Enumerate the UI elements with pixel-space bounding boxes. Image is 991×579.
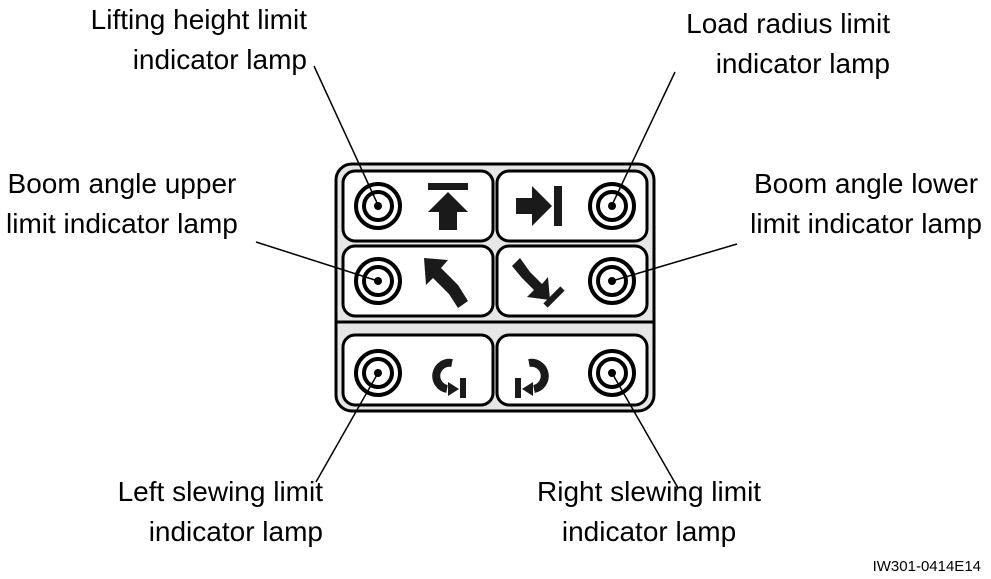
slew-right-arrow-icon: [515, 358, 549, 398]
label-load-radius: Load radius limit indicator lamp: [686, 8, 890, 79]
slew-left-arrow-icon: [432, 358, 466, 398]
label-lifting-height: Lifting height limit indicator lamp: [90, 4, 307, 75]
load-radius-arrow-icon: [516, 186, 562, 226]
label-boom-upper: Boom angle upper limit indicator lamp: [6, 168, 238, 239]
leader-boom-lower: [611, 243, 738, 282]
label-right-slewing: Right slewing limit indicator lamp: [537, 476, 762, 547]
lifting-height-lamp-icon: [354, 182, 402, 230]
label-boom-lower: Boom angle lower limit indicator lamp: [750, 168, 982, 239]
leader-lifting-height: [313, 65, 379, 206]
figure-code: IW301-0414E14: [872, 558, 981, 575]
load-radius-lamp-icon: [588, 182, 636, 230]
leader-boom-upper: [255, 241, 379, 282]
label-left-slewing: Left slewing limit indicator lamp: [117, 476, 323, 547]
boom-raise-arrow-icon: [424, 258, 468, 308]
leader-right-slewing: [611, 372, 679, 489]
boom-lower-arrow-icon: [512, 258, 565, 308]
lifting-height-arrow-icon: [428, 183, 468, 230]
leader-load-radius: [611, 71, 676, 206]
leader-lines: [255, 65, 738, 489]
leader-left-slewing: [315, 372, 379, 483]
